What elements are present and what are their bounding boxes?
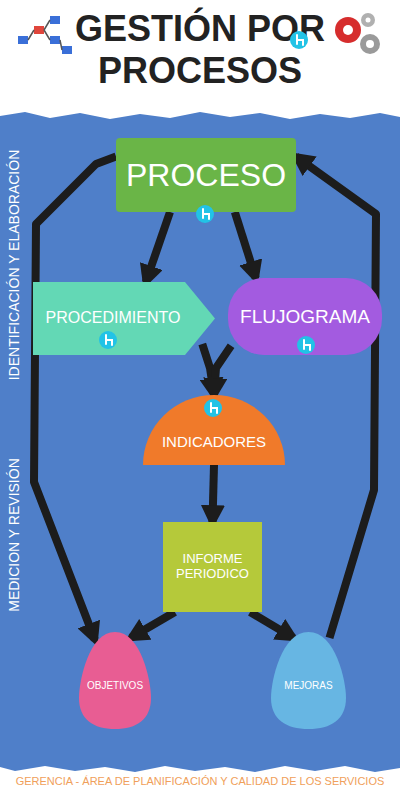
improvement-egg: MEJORAS: [271, 632, 346, 729]
flow-arrow: [235, 212, 256, 278]
objective-egg: OBJETIVOS: [79, 632, 151, 729]
process-box: PROCESO: [116, 138, 296, 212]
node-text-box: FLUJOGRAMA: [228, 278, 382, 355]
node-text-box: OBJETIVOS: [79, 632, 151, 729]
icon-square: [50, 16, 60, 24]
gears-icon: [335, 13, 380, 54]
indicator-dome: INDICADORES: [143, 395, 285, 465]
gear-hole: [366, 40, 374, 48]
node-text-box: PROCEDIMIENTO: [33, 282, 215, 355]
flow-arrow: [214, 346, 231, 395]
gear: [361, 13, 375, 27]
flow-arrow: [131, 612, 175, 638]
flowchart-box: FLUJOGRAMA: [228, 278, 382, 355]
node-label: PROCEDIMIENTO: [46, 309, 181, 327]
dome-shape: [143, 395, 285, 465]
footer-caption: GERENCIA - ÁREA DE PLANIFICACIÓN Y CALID…: [0, 775, 400, 787]
report-box: INFORME PERIODICO: [163, 522, 262, 612]
gear-hole: [343, 25, 353, 35]
procedure-arrow: PROCEDIMIENTO: [33, 282, 215, 355]
flow-arrow: [250, 612, 293, 638]
side-label: IDENTIFICACIÓN Y ELABORACIÓN: [5, 140, 23, 390]
node-text-box: MEJORAS: [271, 632, 346, 729]
node-label: OBJETIVOS: [87, 680, 143, 692]
side-label: MEDICION Y REVISIÓN: [5, 435, 23, 635]
dome-outline: [143, 395, 285, 465]
gear-hole: [366, 18, 371, 23]
gear: [360, 34, 380, 54]
blue-panel: [0, 112, 400, 772]
hand-glyphs: [106, 35, 310, 413]
icon-square: [50, 36, 60, 44]
icon-wire: [28, 20, 62, 50]
icon-square: [62, 46, 72, 54]
node-text-box: INDICADORES: [143, 395, 285, 465]
flow-arrow: [213, 465, 215, 522]
flowchart-icon: [18, 16, 72, 54]
pentagon-shape: [33, 282, 215, 355]
node-label: INDICADORES: [162, 433, 266, 450]
icon-square: [18, 36, 28, 44]
gear: [335, 17, 361, 43]
node-label: INFORME PERIODICO: [167, 552, 258, 582]
diagram-title: GESTIÓN POR PROCESOS: [50, 8, 350, 92]
node-label: PROCESO: [126, 157, 286, 194]
node-label: MEJORAS: [284, 680, 332, 692]
flow-arrow: [34, 157, 116, 640]
flow-arrow: [146, 212, 170, 282]
icon-square: [34, 26, 44, 34]
node-text-box: INFORME PERIODICO: [163, 522, 262, 612]
flow-arrow: [296, 157, 376, 638]
node-label: FLUJOGRAMA: [240, 306, 370, 328]
egg-shape: [79, 632, 151, 729]
egg-shape: [271, 632, 346, 729]
node-text-box: PROCESO: [116, 138, 296, 212]
